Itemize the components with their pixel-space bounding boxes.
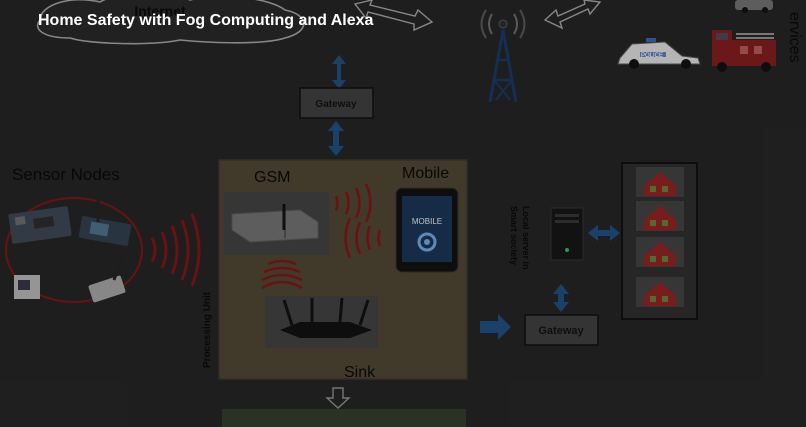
updown-arrow-icon xyxy=(328,121,344,156)
services-label: ervices xyxy=(786,12,803,63)
cell-tower-icon xyxy=(480,9,526,103)
updown-arrow-icon xyxy=(332,55,346,89)
double-arrow-icon xyxy=(353,0,434,32)
local-server-label-line1: Local server in xyxy=(521,206,531,270)
internet-label: Internet xyxy=(134,3,186,19)
local-server-label-line2: Smart society xyxy=(509,206,519,265)
wireless-signal-icon xyxy=(150,213,201,287)
wireless-signal-icon xyxy=(261,259,303,290)
house-icon xyxy=(636,201,684,231)
processing-unit-label: Processing Unit xyxy=(202,291,213,368)
server-icon xyxy=(550,207,584,261)
sensor-board-icon xyxy=(8,206,72,244)
gateway-top-box: Gateway xyxy=(299,87,374,119)
router-icon xyxy=(265,296,378,348)
double-arrow-icon xyxy=(543,0,602,30)
sensor-nodes-label: Sensor Nodes xyxy=(12,165,120,184)
fire-truck-icon xyxy=(712,30,776,72)
house-icon xyxy=(636,167,684,197)
sensor-nodes-group xyxy=(5,196,143,303)
smart-homes-panel xyxy=(621,162,698,320)
gsm-label: GSM xyxy=(254,169,290,186)
down-arrow-icon xyxy=(325,387,351,409)
leftright-arrow-icon xyxy=(588,225,620,241)
sensor-module-icon xyxy=(78,196,132,246)
sensor-antenna-icon xyxy=(14,256,48,299)
overlay-title: Home Safety with Fog Computing and Alexa xyxy=(38,12,374,29)
sink-label: Sink xyxy=(344,364,376,381)
house-icon xyxy=(636,237,684,267)
sensor-box-icon xyxy=(88,255,126,303)
right-arrow-icon xyxy=(480,314,511,340)
police-car-icon: POLICE xyxy=(617,38,701,69)
internet-cloud: Internet xyxy=(36,0,305,45)
gateway-bottom-box: Gateway xyxy=(524,314,599,346)
car-icon xyxy=(735,0,773,13)
updown-arrow-icon xyxy=(553,284,569,312)
police-text: POLICE xyxy=(641,53,663,59)
mobile-screen-text: MOBILE xyxy=(412,217,442,226)
gsm-module-icon xyxy=(224,192,329,255)
house-icon xyxy=(636,277,684,307)
mobile-label: Mobile xyxy=(402,165,449,182)
gateway-top-label: Gateway xyxy=(315,99,357,110)
gateway-bottom-label: Gateway xyxy=(538,325,584,337)
mobile-phone-icon: MOBILE xyxy=(395,187,459,273)
wireless-signal-icon xyxy=(334,183,372,223)
wireless-signal-icon xyxy=(344,217,382,259)
next-stage-box xyxy=(222,409,466,427)
